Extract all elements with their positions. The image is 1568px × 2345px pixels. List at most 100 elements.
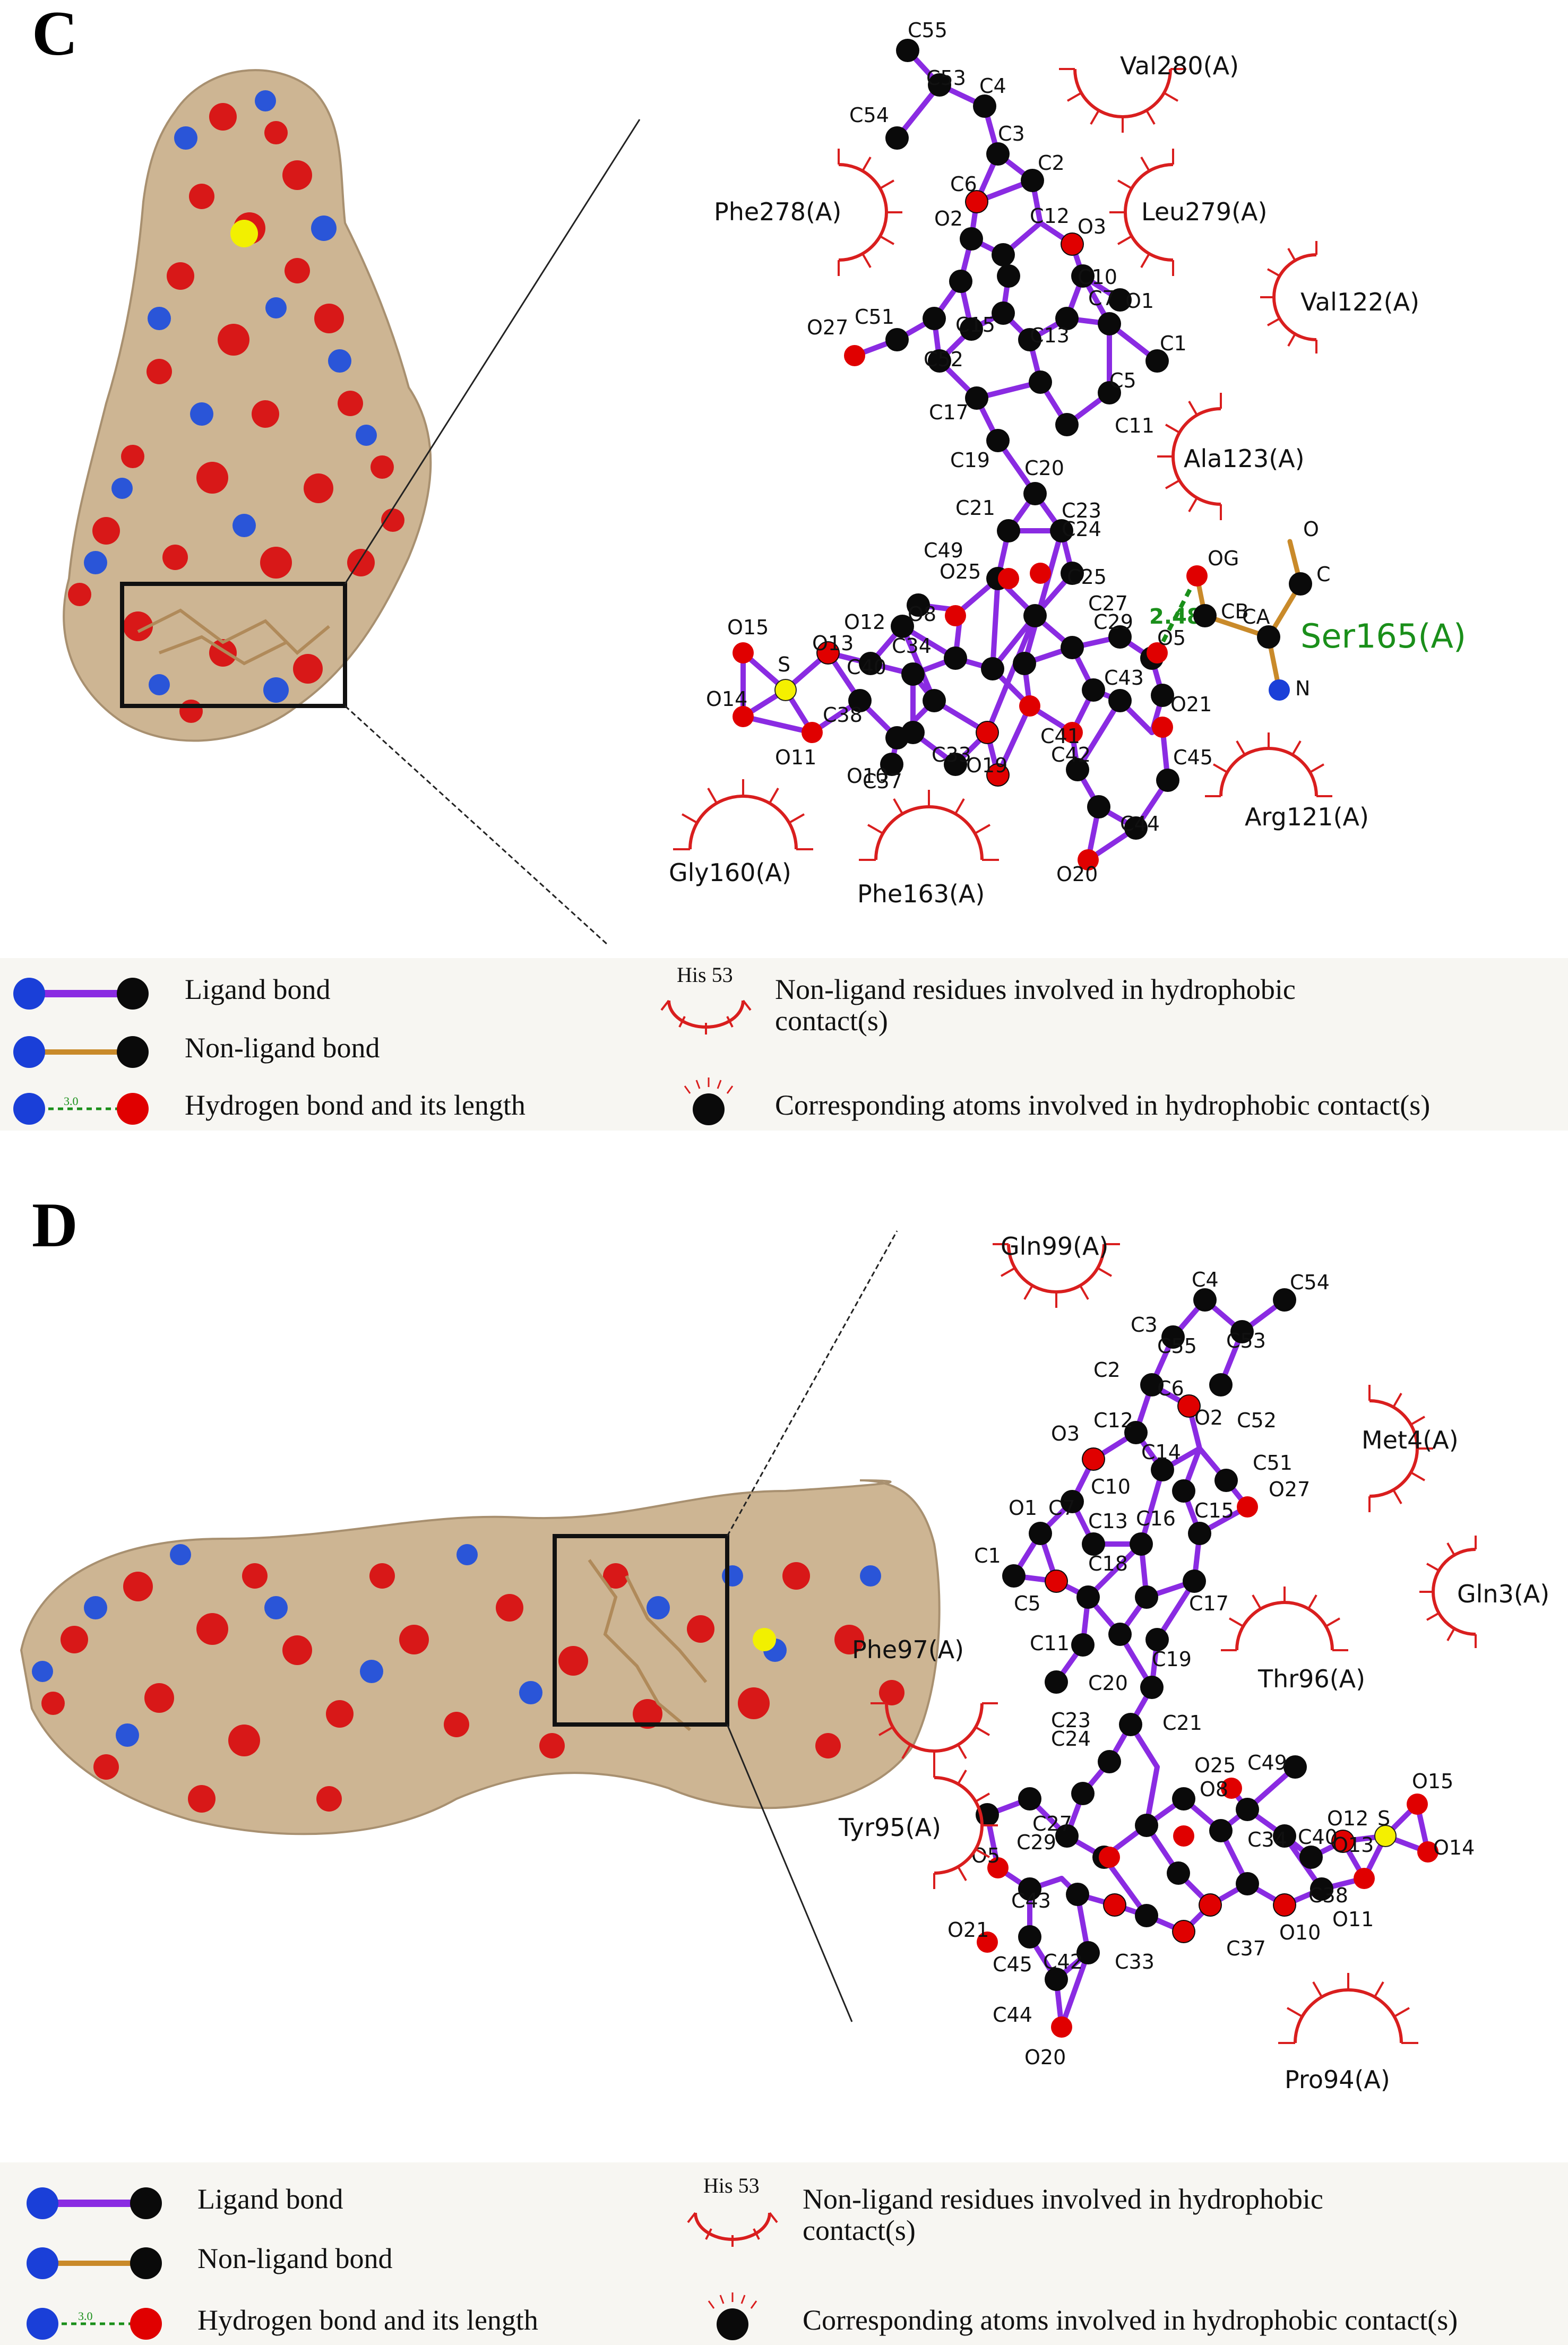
svg-text:C13: C13 <box>1088 1510 1128 1533</box>
svg-text:C2: C2 <box>1038 151 1065 175</box>
svg-text:C40: C40 <box>1298 1825 1338 1849</box>
legend-d-his53: His 53 <box>703 2174 760 2197</box>
residue-d-6: Pro94(A) <box>1285 2065 1390 2094</box>
svg-text:C14: C14 <box>1141 1441 1181 1464</box>
svg-text:C44: C44 <box>1120 812 1160 835</box>
svg-text:C55: C55 <box>1157 1334 1197 1358</box>
svg-text:C3: C3 <box>1131 1313 1158 1337</box>
svg-text:CB: CB <box>1221 600 1249 623</box>
svg-text:O15: O15 <box>727 616 769 639</box>
residue-c-0: Val280(A) <box>1120 51 1239 80</box>
svg-text:C4: C4 <box>979 74 1006 98</box>
svg-text:C54: C54 <box>1290 1271 1330 1294</box>
legend-d-symbols <box>27 2187 778 2340</box>
panel-letter-d: D <box>32 1189 78 1260</box>
zoom-line-bottom-c <box>344 705 609 946</box>
svg-text:C12: C12 <box>1093 1409 1133 1432</box>
legend-c-ligand-bond: Ligand bond <box>185 973 331 1005</box>
svg-text:O8: O8 <box>1200 1778 1228 1801</box>
svg-text:C15: C15 <box>1194 1499 1234 1522</box>
svg-text:C43: C43 <box>1104 666 1144 689</box>
hydrophobic-arcs-c <box>673 68 1332 861</box>
svg-text:C54: C54 <box>849 104 889 127</box>
svg-text:O27: O27 <box>807 316 848 339</box>
svg-text:C51: C51 <box>855 305 894 329</box>
hbond-length-c: 2.48 <box>1149 605 1202 629</box>
svg-text:C23: C23 <box>1051 1709 1091 1732</box>
svg-text:C12: C12 <box>1030 204 1070 228</box>
svg-text:O1: O1 <box>1009 1496 1037 1520</box>
svg-text:C10: C10 <box>1078 265 1117 289</box>
svg-text:O8: O8 <box>908 602 936 626</box>
svg-text:O13: O13 <box>812 632 854 655</box>
svg-text:O19: O19 <box>966 754 1007 777</box>
svg-text:C17: C17 <box>1189 1592 1229 1615</box>
residue-c-6: Phe163(A) <box>857 880 985 908</box>
zoom-line-top-d <box>726 1230 898 1537</box>
svg-text:O12: O12 <box>1327 1807 1368 1830</box>
svg-text:C29: C29 <box>1093 610 1133 634</box>
residue-d-0: Gln99(A) <box>1001 1232 1108 1261</box>
svg-text:C17: C17 <box>929 401 969 424</box>
svg-text:O1: O1 <box>1125 289 1154 313</box>
residue-c-3: Val122(A) <box>1300 288 1419 316</box>
svg-text:O13: O13 <box>1332 1833 1374 1857</box>
svg-text:O11: O11 <box>775 746 816 769</box>
svg-text:C38: C38 <box>1308 1884 1348 1907</box>
legend-d-hydrophobic-atoms: Corresponding atoms involved in hydropho… <box>803 2304 1458 2336</box>
svg-text:C7: C7 <box>1088 287 1115 310</box>
panel-d: D <box>0 1172 1568 2345</box>
svg-text:S: S <box>1377 1807 1390 1830</box>
legend-c-symbols <box>13 978 752 1125</box>
svg-text:C45: C45 <box>993 1953 1032 1976</box>
residue-c-1: Phe278(A) <box>714 197 841 226</box>
svg-text:C3: C3 <box>998 122 1025 145</box>
svg-text:O11: O11 <box>1332 1908 1374 1931</box>
zoom-line-bottom-d <box>726 1724 853 2022</box>
svg-text:C52: C52 <box>924 348 963 371</box>
svg-text:C38: C38 <box>823 703 863 727</box>
svg-text:O27: O27 <box>1269 1478 1310 1501</box>
svg-text:C4: C4 <box>1192 1268 1219 1291</box>
residue-d-2: Gln3(A) <box>1457 1580 1549 1608</box>
svg-text:O12: O12 <box>844 610 885 634</box>
svg-text:C37: C37 <box>1226 1937 1266 1960</box>
svg-text:S: S <box>778 653 790 676</box>
svg-text:C34: C34 <box>892 634 932 658</box>
svg-text:O21: O21 <box>947 1918 989 1942</box>
svg-text:C19: C19 <box>1152 1648 1192 1671</box>
svg-text:O5: O5 <box>1157 626 1186 650</box>
svg-text:N: N <box>1295 677 1310 700</box>
svg-text:O25: O25 <box>940 560 981 583</box>
svg-text:C20: C20 <box>1088 1671 1128 1695</box>
svg-text:C53: C53 <box>1226 1329 1266 1352</box>
residue-c-7: Gly160(A) <box>669 858 791 887</box>
svg-text:C1: C1 <box>974 1544 1001 1567</box>
atoms-d <box>976 1288 1438 2038</box>
svg-text:C37: C37 <box>863 770 902 793</box>
residue-c-5: Arg121(A) <box>1245 803 1369 831</box>
svg-text:C24: C24 <box>1051 1727 1091 1751</box>
svg-text:C27: C27 <box>1032 1812 1072 1835</box>
svg-text:C: C <box>1316 563 1331 586</box>
svg-text:C23: C23 <box>1062 499 1101 522</box>
svg-text:C5: C5 <box>1014 1592 1041 1615</box>
legend-c-hbond-length: 3.0 <box>64 1094 79 1108</box>
svg-text:O14: O14 <box>706 687 747 711</box>
svg-text:C42: C42 <box>1043 1950 1083 1973</box>
legend-c: Ligand bond Non-ligand bond Hydrogen bon… <box>0 958 1568 1131</box>
svg-text:C21: C21 <box>955 496 995 520</box>
svg-text:O3: O3 <box>1051 1422 1080 1445</box>
svg-text:O2: O2 <box>1194 1406 1223 1429</box>
residue-c-4: Ala123(A) <box>1184 444 1305 473</box>
svg-text:C52: C52 <box>1237 1409 1277 1432</box>
panel-c-diagram: 2.48 <box>63 19 1466 946</box>
svg-text:CA: CA <box>1242 605 1270 628</box>
hydrophobic-arcs-d <box>871 1243 1477 2044</box>
svg-text:C44: C44 <box>993 2003 1032 2027</box>
svg-text:C41: C41 <box>1040 725 1080 748</box>
svg-text:O14: O14 <box>1433 1836 1475 1859</box>
protein-surface-d <box>20 1479 941 1835</box>
svg-text:C13: C13 <box>1030 324 1070 347</box>
